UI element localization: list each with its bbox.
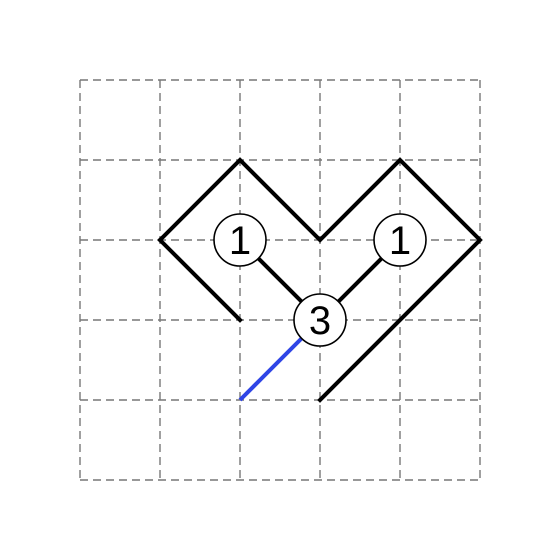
wall-line xyxy=(157,157,483,403)
clue-circle xyxy=(373,213,427,267)
grid-lines xyxy=(79,79,481,481)
clue-circle xyxy=(213,213,267,267)
clue-layer: 1 1 3 xyxy=(213,213,427,347)
clue-node: 1 xyxy=(373,213,427,267)
clue-number: 1 xyxy=(229,219,251,263)
clue-node: 3 xyxy=(293,293,347,347)
clue-node: 1 xyxy=(213,213,267,267)
clue-circle xyxy=(293,293,347,347)
clue-number: 3 xyxy=(309,299,331,343)
wall-line xyxy=(157,237,243,323)
clue-number: 1 xyxy=(389,219,411,263)
